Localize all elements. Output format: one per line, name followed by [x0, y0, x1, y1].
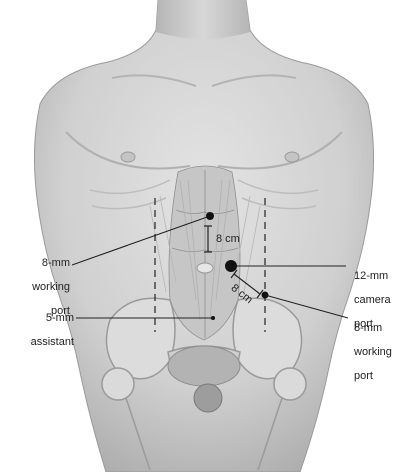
port-camera-marker: [225, 260, 237, 272]
label-right-working-port-line1: 8-mm: [354, 322, 404, 334]
label-right-working-port-line2: working: [354, 346, 404, 358]
torso-illustration: [34, 0, 373, 472]
label-assistant-port: 5-mm assistant: [14, 300, 74, 360]
port-left-working-marker: [206, 212, 214, 220]
label-assistant-port-line2: assistant: [14, 336, 74, 348]
neck: [156, 0, 250, 39]
label-assistant-port-line1: 5-mm: [14, 312, 74, 324]
port-right-working-marker: [262, 292, 269, 299]
umbilicus: [197, 263, 213, 273]
label-camera-port-line1: 12-mm: [354, 270, 404, 282]
label-right-working-port-line3: port: [354, 370, 404, 382]
port-assistant-marker: [211, 316, 215, 320]
label-left-working-port-line1: 8-mm: [18, 257, 70, 269]
measurement-vertical-label: 8 cm: [216, 233, 240, 245]
label-right-working-port: 8-mm working port: [354, 310, 404, 394]
label-left-working-port-line2: working: [18, 281, 70, 293]
nipple-right: [285, 152, 299, 162]
nipple-left: [121, 152, 135, 162]
label-camera-port-line2: camera: [354, 294, 404, 306]
